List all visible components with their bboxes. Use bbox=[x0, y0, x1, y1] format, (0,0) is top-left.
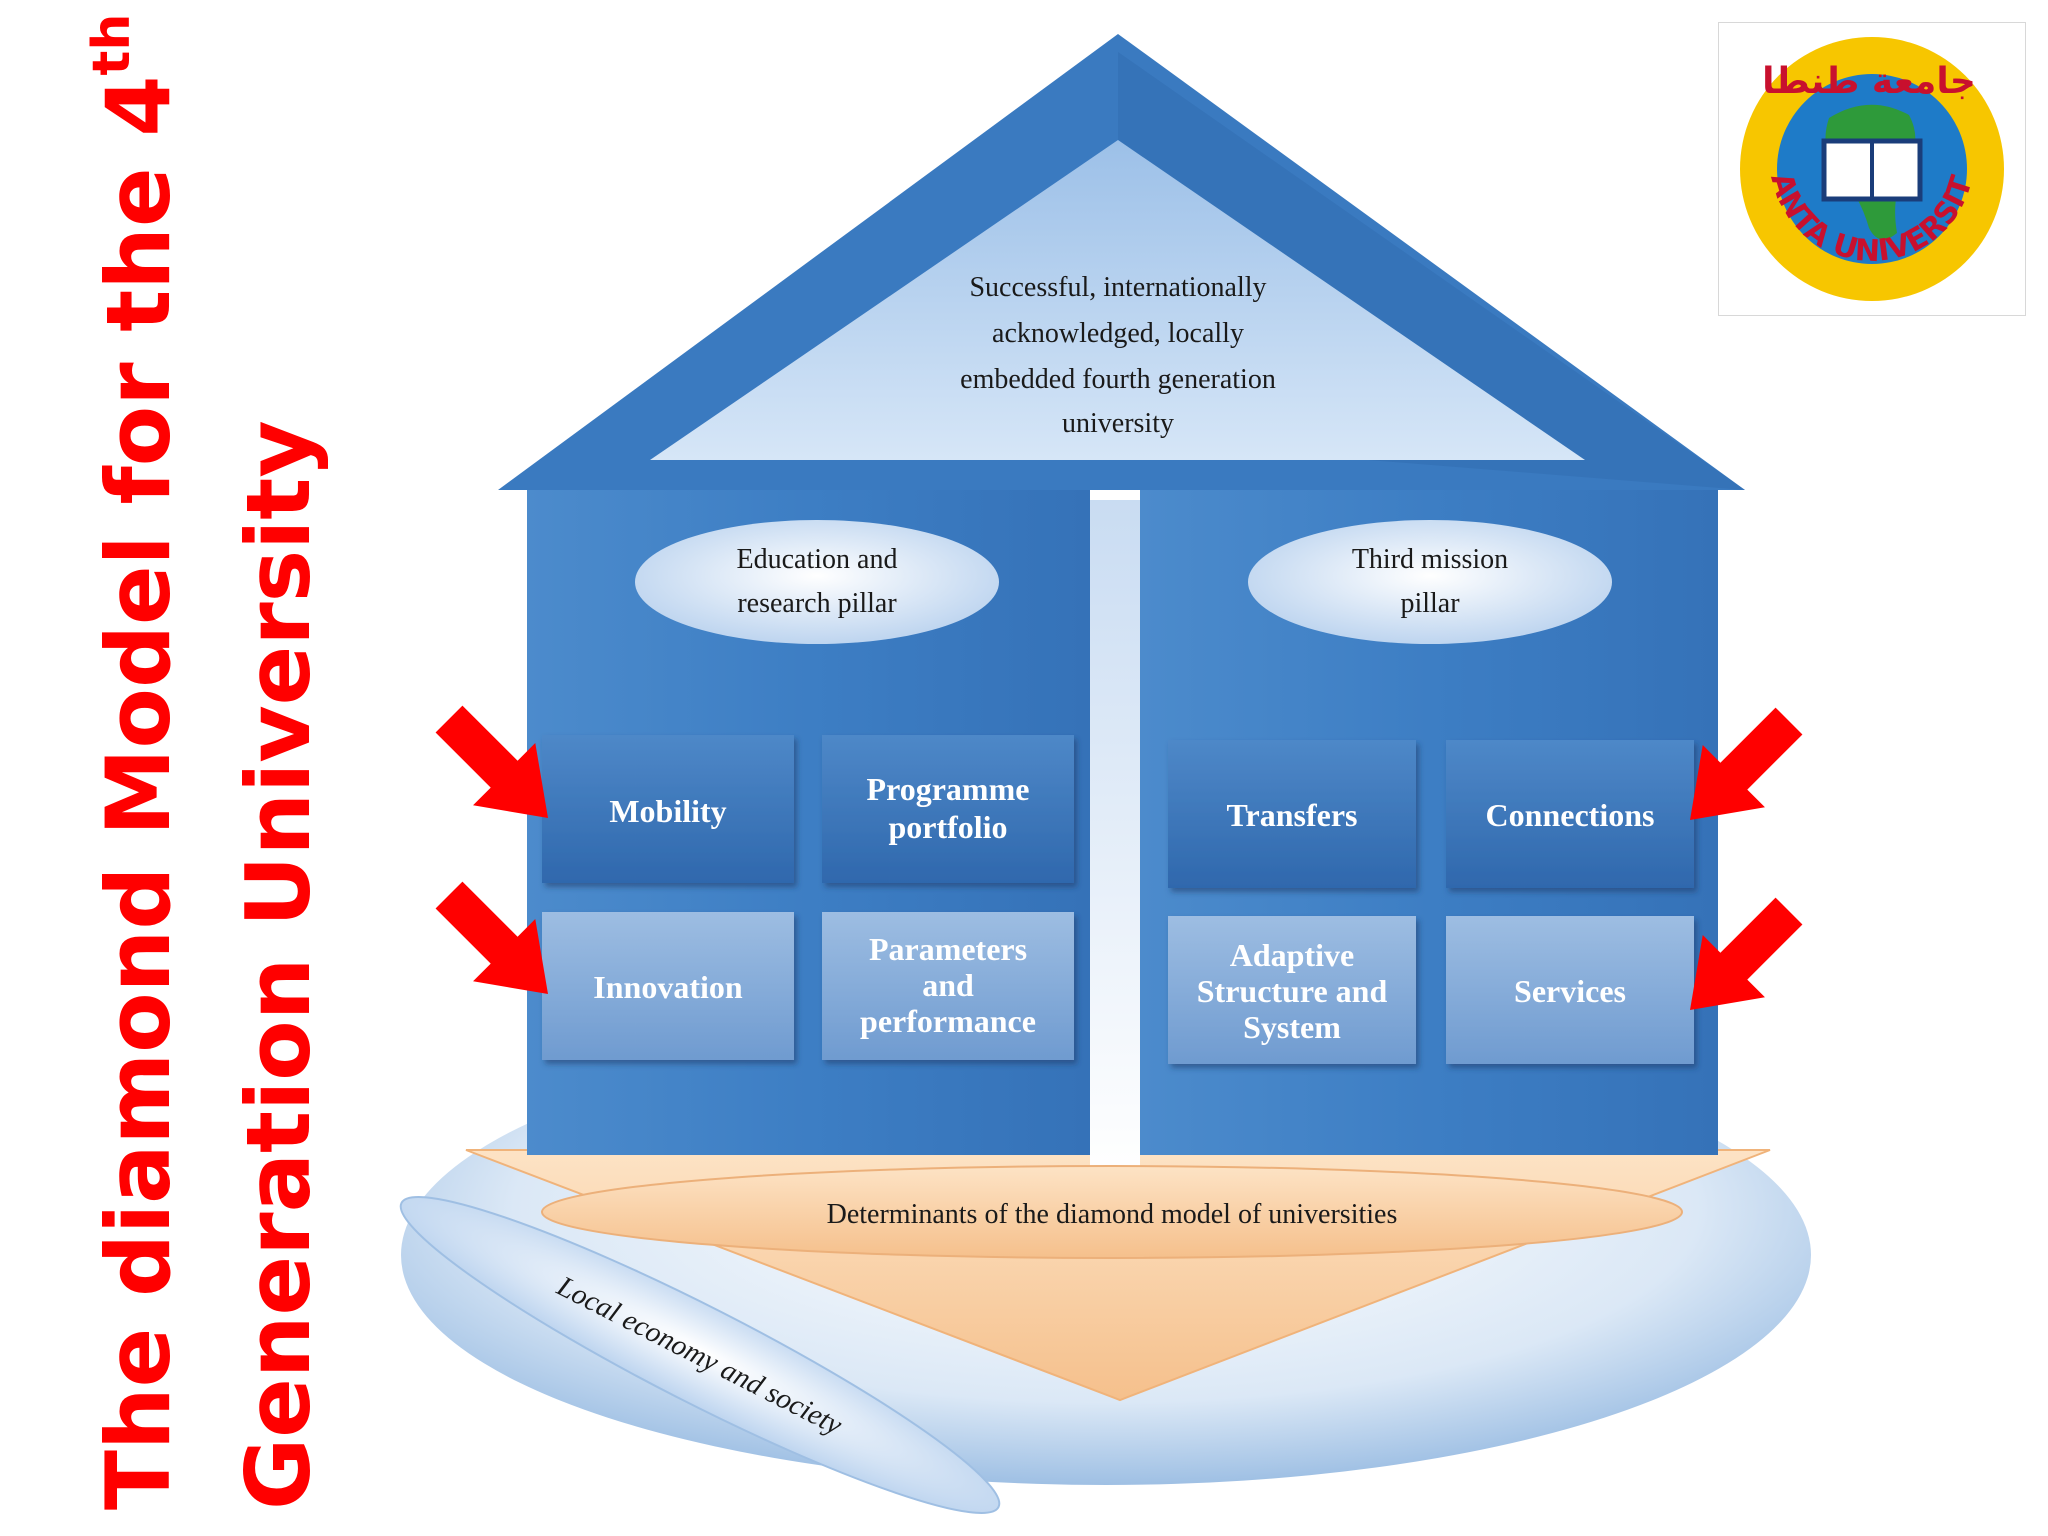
left-pillar-label-bubble bbox=[635, 520, 999, 644]
svg-text:Third mission: Third mission bbox=[1352, 544, 1508, 575]
svg-text:Mobility: Mobility bbox=[609, 793, 726, 829]
svg-text:Programme: Programme bbox=[867, 771, 1030, 807]
svg-text:Structure and: Structure and bbox=[1197, 973, 1388, 1009]
roof-inner-panel bbox=[650, 140, 1585, 460]
foundation-band bbox=[541, 1165, 1683, 1259]
svg-text:acknowledged, locally: acknowledged, locally bbox=[992, 318, 1244, 349]
right-pillar-label: Third mission pillar bbox=[1352, 544, 1508, 619]
svg-text:and: and bbox=[922, 967, 974, 1003]
adaptive-structure-box: Adaptive Structure and System bbox=[1168, 916, 1416, 1064]
svg-text:university: university bbox=[1062, 408, 1174, 439]
svg-text:pillar: pillar bbox=[1400, 588, 1460, 619]
svg-text:Innovation: Innovation bbox=[593, 969, 743, 1005]
svg-text:Adaptive: Adaptive bbox=[1230, 937, 1354, 973]
arrow-mobility-icon bbox=[435, 705, 548, 818]
arrow-services-icon bbox=[1690, 897, 1803, 1010]
logo-arabic-text: جامعة طنطا bbox=[1762, 61, 1976, 102]
right-pillar-label-bubble bbox=[1248, 520, 1612, 644]
svg-text:Parameters: Parameters bbox=[869, 931, 1027, 967]
svg-text:Connections: Connections bbox=[1486, 797, 1655, 833]
arrow-connections-icon bbox=[1690, 707, 1803, 820]
transfers-box: Transfers bbox=[1168, 740, 1416, 888]
left-pillar-label: Education and research pillar bbox=[737, 544, 898, 619]
programme-portfolio-box: Programme portfolio bbox=[822, 735, 1074, 883]
services-box: Services bbox=[1446, 916, 1694, 1064]
roof-text: Successful, internationally acknowledged… bbox=[960, 272, 1276, 439]
svg-text:System: System bbox=[1243, 1009, 1341, 1045]
svg-text:research pillar: research pillar bbox=[737, 588, 897, 619]
svg-text:Education and: Education and bbox=[737, 544, 898, 575]
foundation-label: Determinants of the diamond model of uni… bbox=[827, 1199, 1398, 1230]
parameters-performance-box: Parameters and performance bbox=[822, 912, 1074, 1060]
mobility-box: Mobility bbox=[542, 735, 794, 883]
svg-text:Transfers: Transfers bbox=[1227, 797, 1358, 833]
connections-box: Connections bbox=[1446, 740, 1694, 888]
svg-text:portfolio: portfolio bbox=[888, 809, 1007, 845]
innovation-box: Innovation bbox=[542, 912, 794, 1060]
center-gap bbox=[1090, 500, 1140, 1175]
tanta-university-logo: جامعة طنطا TANTA UNIVERSITY bbox=[1707, 0, 2026, 316]
svg-text:performance: performance bbox=[860, 1003, 1036, 1039]
svg-text:embedded fourth generation: embedded fourth generation bbox=[960, 364, 1276, 395]
svg-text:Successful, internationally: Successful, internationally bbox=[969, 272, 1266, 303]
svg-text:Services: Services bbox=[1514, 973, 1626, 1009]
arrow-innovation-icon bbox=[435, 881, 548, 994]
